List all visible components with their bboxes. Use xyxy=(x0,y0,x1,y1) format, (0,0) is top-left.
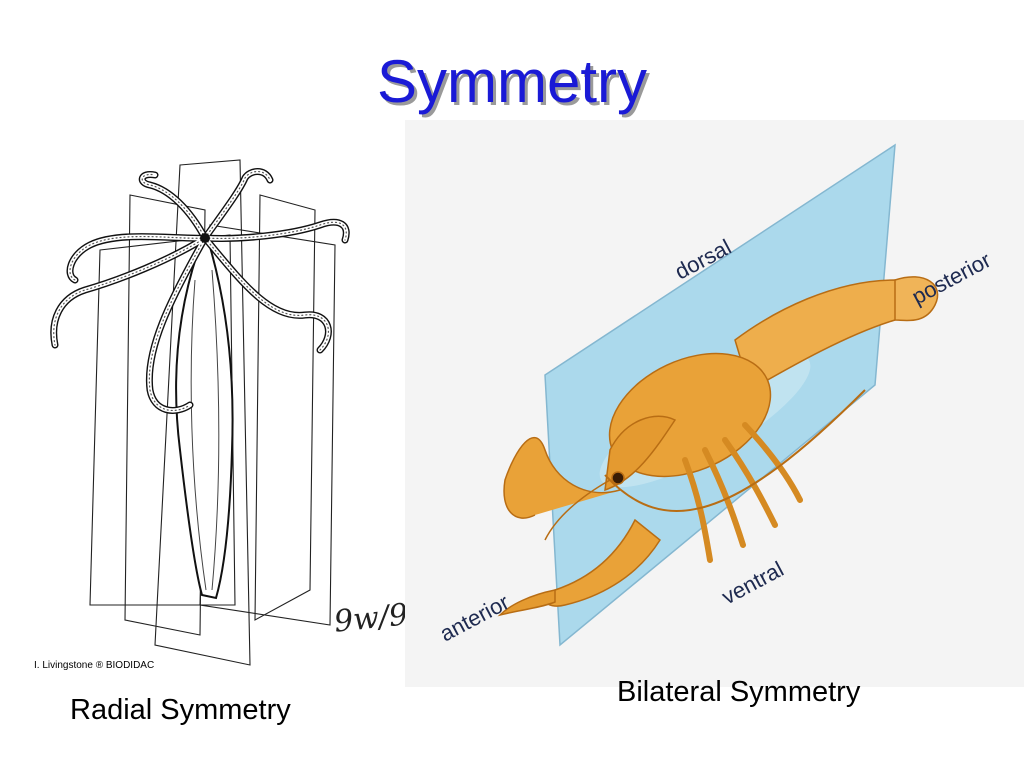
crayfish-body xyxy=(497,276,939,617)
hydra-drawing xyxy=(50,159,350,666)
hydra-mouth xyxy=(200,233,210,243)
hydra-illustration xyxy=(30,150,410,675)
radial-plane-5 xyxy=(254,194,316,621)
image-credit: I. Livingstone ® BIODIDAC xyxy=(34,660,155,671)
bilateral-caption: Bilateral Symmetry xyxy=(617,676,861,708)
radial-plane-4 xyxy=(154,159,251,666)
radial-caption: Radial Symmetry xyxy=(70,694,291,726)
crayfish-illustration: dorsal posterior ventral anterior xyxy=(405,120,1024,687)
hydra-body xyxy=(175,239,234,600)
crayfish-drawing: dorsal posterior ventral anterior xyxy=(405,120,1024,687)
slide-title: Symmetry xyxy=(377,48,647,115)
